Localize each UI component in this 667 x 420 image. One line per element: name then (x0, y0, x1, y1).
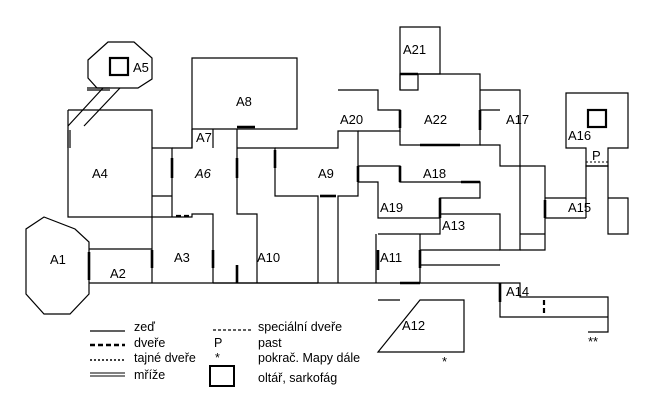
room-label-a20: A20 (340, 112, 363, 127)
room-label-a16: A16 (568, 128, 591, 143)
legend: zeď dveře tajné dveře mříže speciální dv… (90, 320, 360, 387)
room-labels: A1 A2 A3 A4 A5 A6 A7 A8 A9 A10 A11 A12 A… (50, 42, 591, 333)
legend-special-door-label: speciální dveře (258, 320, 342, 334)
legend-trap-label: past (258, 336, 282, 350)
room-label-a7: A7 (196, 130, 212, 145)
legend-altar-icon (209, 365, 235, 387)
room-label-a11: A11 (380, 250, 402, 265)
room-label-a9: A9 (318, 166, 334, 181)
room-label-a21: A21 (403, 42, 426, 57)
room-label-a6: A6 (194, 166, 212, 181)
room-label-a2: A2 (110, 266, 126, 281)
legend-trap-symbol: P (214, 336, 222, 350)
trap-marker: P (592, 148, 601, 163)
room-label-a18: A18 (423, 166, 446, 181)
room-label-a4: A4 (92, 166, 108, 181)
room-label-a3: A3 (174, 250, 190, 265)
legend-altar-label: oltář, sarkofág (258, 371, 337, 385)
legend-wall-label: zeď (134, 320, 155, 334)
altar-icon (108, 56, 130, 77)
room-label-a15: A15 (568, 200, 591, 215)
legend-continue-symbol: * (215, 351, 220, 365)
room-label-a17: A17 (506, 112, 529, 127)
legend-door-label: dveře (134, 336, 165, 350)
room-label-a8: A8 (236, 94, 252, 109)
bars (67, 87, 110, 148)
legend-bars-label: mříže (134, 368, 165, 382)
secret-doors (176, 214, 546, 316)
room-label-a19: A19 (380, 200, 403, 215)
room-label-a1: A1 (50, 252, 66, 267)
room-label-a14: A14 (506, 284, 529, 299)
room-label-a13: A13 (442, 218, 465, 233)
doors (87, 72, 547, 302)
continue-marker: * (442, 354, 447, 369)
room-label-a22: A22 (424, 112, 447, 127)
special-doors (440, 161, 608, 353)
legend-secret-door-label: tajné dveře (134, 351, 196, 365)
room-label-a12: A12 (402, 318, 425, 333)
legend-continue-label: pokrač. Mapy dále (258, 351, 360, 365)
continue-marker-double: ** (588, 334, 598, 349)
room-label-a10: A10 (257, 250, 280, 265)
altar-icon (586, 108, 608, 129)
room-label-a5: A5 (133, 60, 149, 75)
